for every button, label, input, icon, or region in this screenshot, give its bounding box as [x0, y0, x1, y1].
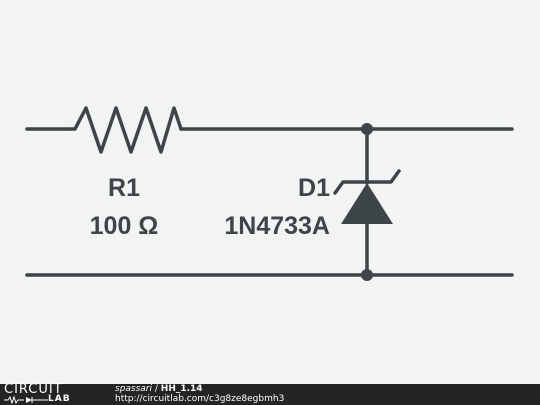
junction-dot-top — [361, 123, 373, 135]
logo-brand-bottom: LAB — [48, 394, 71, 404]
junction-dot-bottom — [361, 269, 373, 281]
logo-brand-top: CIRCUIT — [4, 382, 63, 397]
resistor-value: 100 Ω — [90, 212, 159, 240]
zener-triangle — [341, 183, 393, 224]
footer-separator: / — [152, 384, 161, 394]
resistor-symbol — [66, 106, 183, 154]
zener-part: 1N4733A — [224, 212, 330, 240]
zener-designator: D1 — [298, 174, 330, 202]
zener-cathode-bar — [333, 169, 401, 195]
circuit-url[interactable]: http://circuitlab.com/c3g8ze8egbmh3 — [115, 394, 285, 404]
footer-bar: CIRCUIT LAB spassari / HH_1.14 http://ci… — [0, 382, 540, 405]
logo-circuit-icon — [4, 395, 48, 404]
resistor-designator: R1 — [108, 174, 140, 202]
circuit-title[interactable]: HH_1.14 — [160, 384, 203, 394]
circuitlab-logo: CIRCUIT LAB — [4, 382, 104, 405]
footer-info: spassari / HH_1.14 http://circuitlab.com… — [115, 384, 284, 404]
author-link[interactable]: spassari — [115, 384, 153, 394]
circuit-diagram: R1 100 Ω D1 1N4733A — [25, 106, 514, 281]
